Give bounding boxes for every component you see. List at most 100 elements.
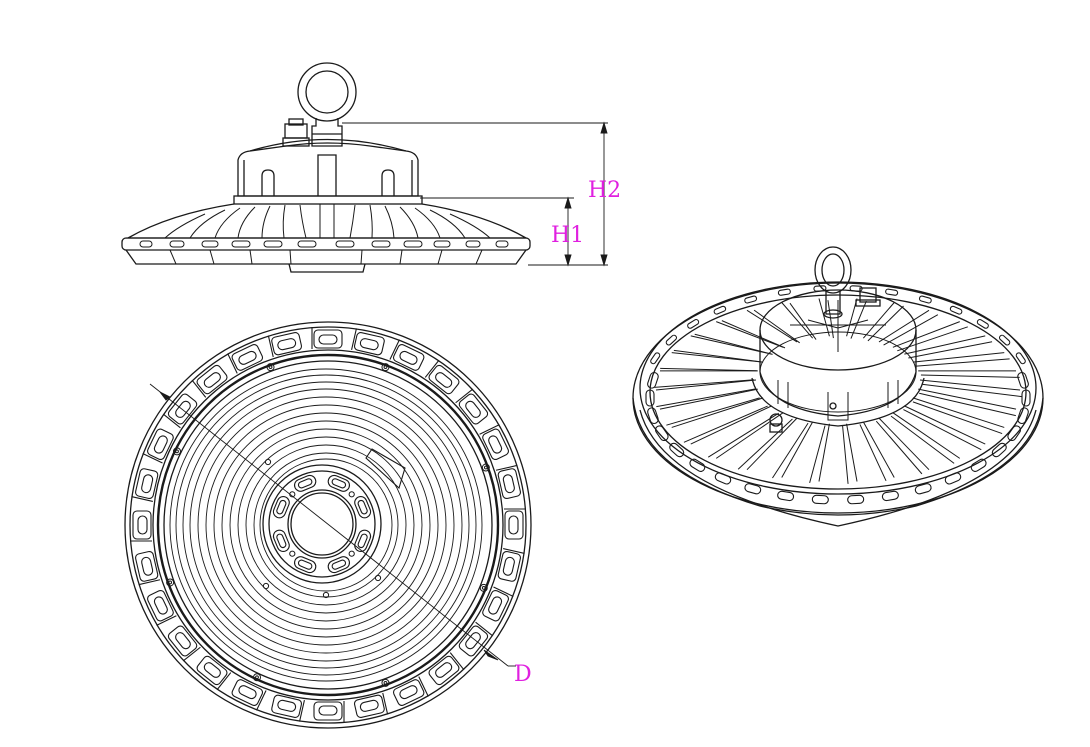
rim-vent-slots [130, 327, 526, 723]
rim-slot-frame [167, 625, 198, 657]
heatsink-fins [164, 204, 491, 239]
rim-slot-frame [231, 679, 264, 706]
hub-slot-inner [276, 499, 287, 515]
centre-hub-outer [262, 464, 382, 584]
rim-slot-frame [458, 625, 489, 657]
rim-slot [1021, 389, 1031, 407]
hub-slot-outer [327, 556, 351, 574]
fin-edge [883, 314, 939, 346]
fin [655, 379, 757, 391]
rim-slot-frame [392, 344, 425, 371]
hub-slot-outer [354, 495, 372, 519]
screw-centre [255, 675, 259, 680]
rim-slot-hole [435, 372, 453, 388]
rim-slot-hole [465, 400, 481, 418]
rim-slot-frame [497, 550, 521, 582]
fin [862, 302, 895, 339]
rim-slot [650, 352, 661, 365]
rim-slot [665, 334, 678, 346]
rim-slots [139, 240, 509, 248]
fin-edge [707, 412, 780, 458]
fin [912, 352, 1005, 363]
screw [166, 578, 175, 587]
height-dimension-lines [342, 121, 608, 267]
lens-ring [189, 388, 463, 662]
lens-ring [197, 396, 455, 654]
hub-slot-inner [297, 559, 313, 570]
rim-slot [1015, 352, 1026, 365]
rim-slot [424, 359, 460, 395]
hub-slot [327, 474, 351, 492]
rim-slot-frame [482, 428, 509, 461]
fin [818, 298, 830, 337]
fin-edge [809, 425, 826, 484]
rim-slot-frame [196, 364, 228, 395]
lens-ring [259, 458, 393, 592]
fin [781, 421, 814, 478]
rim-slot [267, 332, 303, 358]
rim-slot-hole [465, 632, 481, 650]
fin-edge [908, 341, 993, 359]
rim-slot-frame [196, 655, 228, 686]
rim-slot-frame [147, 589, 174, 622]
rim-band [121, 237, 531, 251]
rim-slot-frame [392, 679, 425, 706]
rim-slot [744, 483, 762, 495]
rim-slot-hole [318, 334, 338, 345]
rim-slot [689, 458, 706, 472]
fin [862, 421, 895, 478]
rim-slot [976, 319, 989, 329]
rim-slot-divider [495, 464, 518, 471]
fin-edge [753, 309, 800, 344]
heatsink-upper-surface [125, 203, 529, 239]
screw [173, 447, 182, 456]
rim-slot [271, 694, 305, 722]
lens-ring [253, 452, 399, 598]
rim-slot [495, 464, 521, 500]
rim-slot [713, 305, 727, 315]
rim-slot-hole [508, 515, 519, 535]
lens-screw [264, 458, 272, 466]
lens-ring [182, 381, 470, 669]
rim-slot [142, 428, 174, 464]
fin [671, 397, 764, 428]
rim-slot-hole [318, 705, 338, 716]
hub-slot [293, 556, 317, 574]
rim-slot-frame [271, 332, 303, 356]
hub-screw [289, 550, 296, 557]
rim-slot [647, 407, 659, 425]
rim-slot [647, 371, 659, 389]
hub-screw [348, 491, 355, 498]
rim-slot-frame [147, 428, 174, 461]
lens-ring [221, 420, 431, 630]
fin [846, 423, 858, 482]
rim-slot [147, 589, 177, 626]
rim-slot [914, 483, 932, 495]
fin [818, 423, 830, 482]
hub-slot-inner [357, 499, 368, 515]
fin-edge [842, 425, 849, 484]
screw [481, 463, 490, 472]
rim-slot-divider [503, 548, 525, 554]
rim-slot-divider [138, 579, 161, 586]
rim-slot-hole [399, 685, 418, 700]
rim-slot-divider [382, 692, 389, 715]
lens-ring [175, 374, 477, 676]
rim-slot [669, 442, 685, 458]
hub-slot-inner [276, 533, 287, 549]
fin [904, 335, 986, 355]
rim-slot-divider [389, 339, 400, 360]
fin [746, 417, 798, 471]
fin [904, 405, 986, 445]
rim-slot-divider [256, 690, 267, 711]
rim-slot-frame [271, 694, 303, 718]
screw [266, 363, 275, 372]
rim-slot [918, 295, 932, 304]
hub-slot [354, 495, 372, 519]
rim-slot-hole [277, 338, 297, 351]
rim-slot [881, 490, 899, 502]
rim-slot-divider [162, 413, 181, 429]
rim-slot-divider [156, 615, 177, 626]
hub-slot [354, 529, 372, 553]
